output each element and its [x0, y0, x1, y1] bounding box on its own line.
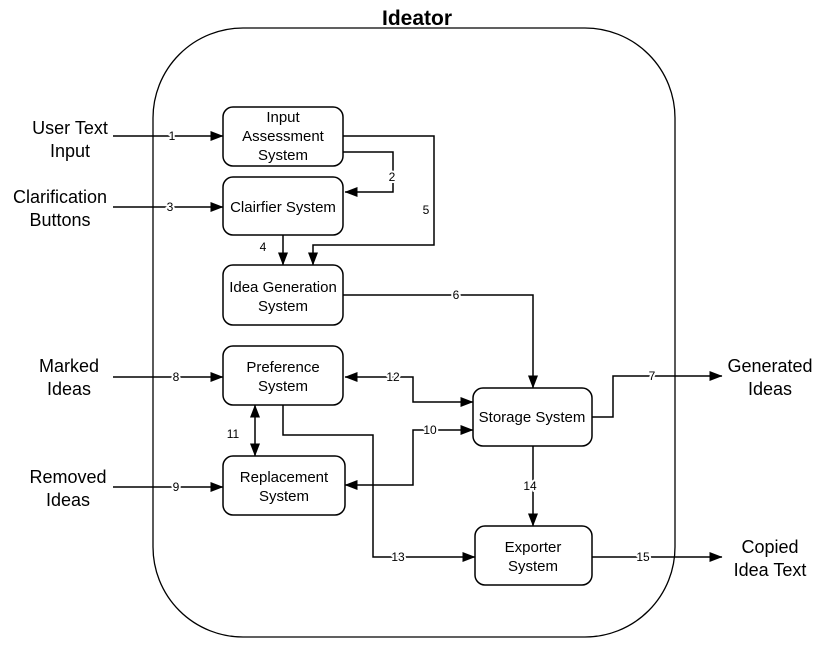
flow-number-8: 8 — [173, 370, 180, 384]
external-label-copied-idea-text: Copied Idea Text — [734, 537, 807, 580]
external-label-clarification-buttons: Clarification Buttons — [13, 187, 107, 230]
input-assessment-label-line2: Assessment — [242, 128, 325, 145]
copied-idea-text-line2: Idea Text — [734, 560, 807, 580]
exporter-box — [474, 525, 593, 586]
flow-number-15: 15 — [636, 550, 650, 564]
flow-arrow-5 — [308, 135, 435, 266]
clarification-buttons-line2: Buttons — [29, 210, 90, 230]
replacement-label-line2: System — [259, 488, 309, 505]
generated-ideas-line1: Generated — [727, 356, 812, 376]
replacement-box — [222, 455, 346, 516]
system-box-idea-generation: Idea Generation System — [222, 264, 344, 326]
flow-number-5: 5 — [423, 203, 430, 217]
flow-number-6: 6 — [453, 288, 460, 302]
flow-number-7: 7 — [649, 369, 656, 383]
flow-number-11: 11 — [227, 427, 240, 441]
flow-arrow-10 — [344, 425, 474, 490]
flow-number-2: 2 — [389, 170, 396, 184]
diagram-title: Ideator — [382, 7, 452, 30]
flow-number-labels: 1 2 3 4 5 6 7 8 9 10 11 12 13 14 15 — [165, 127, 658, 566]
exporter-label-line1: Exporter — [505, 539, 562, 556]
clairfier-label: Clairfier System — [230, 199, 336, 216]
clarification-buttons-line1: Clarification — [13, 187, 107, 207]
system-box-storage: Storage System — [472, 387, 593, 447]
removed-ideas-line1: Removed — [29, 467, 106, 487]
removed-ideas-line2: Ideas — [46, 490, 90, 510]
system-box-replacement: Replacement System — [222, 455, 346, 516]
flow-number-13: 13 — [391, 550, 405, 564]
flow-number-10: 10 — [423, 423, 437, 437]
input-assessment-box — [222, 106, 344, 167]
preference-label-line2: System — [258, 378, 308, 395]
external-label-marked-ideas: Marked Ideas — [39, 356, 99, 399]
replacement-label-line1: Replacement — [240, 469, 329, 486]
storage-label: Storage System — [479, 409, 586, 426]
input-assessment-label-line3: System — [258, 147, 308, 164]
external-label-removed-ideas: Removed Ideas — [29, 467, 106, 510]
system-box-clairfier: Clairfier System — [222, 176, 344, 236]
preference-label-line1: Preference — [246, 359, 319, 376]
flow-arrows — [113, 131, 723, 562]
user-text-input-line2: Input — [50, 141, 90, 161]
flow-number-1: 1 — [169, 129, 176, 143]
flow-number-14: 14 — [523, 479, 537, 493]
idea-generation-label-line2: System — [258, 298, 308, 315]
marked-ideas-line2: Ideas — [47, 379, 91, 399]
system-box-exporter: Exporter System — [474, 525, 593, 586]
external-label-generated-ideas: Generated Ideas — [727, 356, 812, 399]
system-box-input-assessment: Input Assessment System — [222, 106, 344, 167]
idea-generation-box — [222, 264, 344, 326]
flow-arrow-2 — [343, 151, 394, 197]
input-assessment-label-line1: Input — [266, 109, 300, 126]
flow-number-3: 3 — [167, 200, 174, 214]
system-box-preference: Preference System — [222, 345, 344, 406]
exporter-label-line2: System — [508, 558, 558, 575]
user-text-input-line1: User Text — [32, 118, 108, 138]
external-label-user-text-input: User Text Input — [32, 118, 108, 161]
clairfier-box — [222, 176, 344, 236]
flow-arrow-12 — [344, 372, 474, 407]
idea-generation-label-line1: Idea Generation — [229, 279, 337, 296]
flow-number-9: 9 — [173, 480, 180, 494]
flow-number-12: 12 — [386, 370, 400, 384]
generated-ideas-line2: Ideas — [748, 379, 792, 399]
flow-arrow-6 — [343, 294, 538, 389]
system-boundary-outline — [152, 27, 676, 638]
flow-arrow-13 — [282, 405, 476, 562]
flow-arrow-7 — [592, 371, 723, 418]
copied-idea-text-line1: Copied — [741, 537, 798, 557]
preference-box — [222, 345, 344, 406]
marked-ideas-line1: Marked — [39, 356, 99, 376]
storage-box — [472, 387, 593, 447]
flow-number-4: 4 — [260, 240, 267, 254]
